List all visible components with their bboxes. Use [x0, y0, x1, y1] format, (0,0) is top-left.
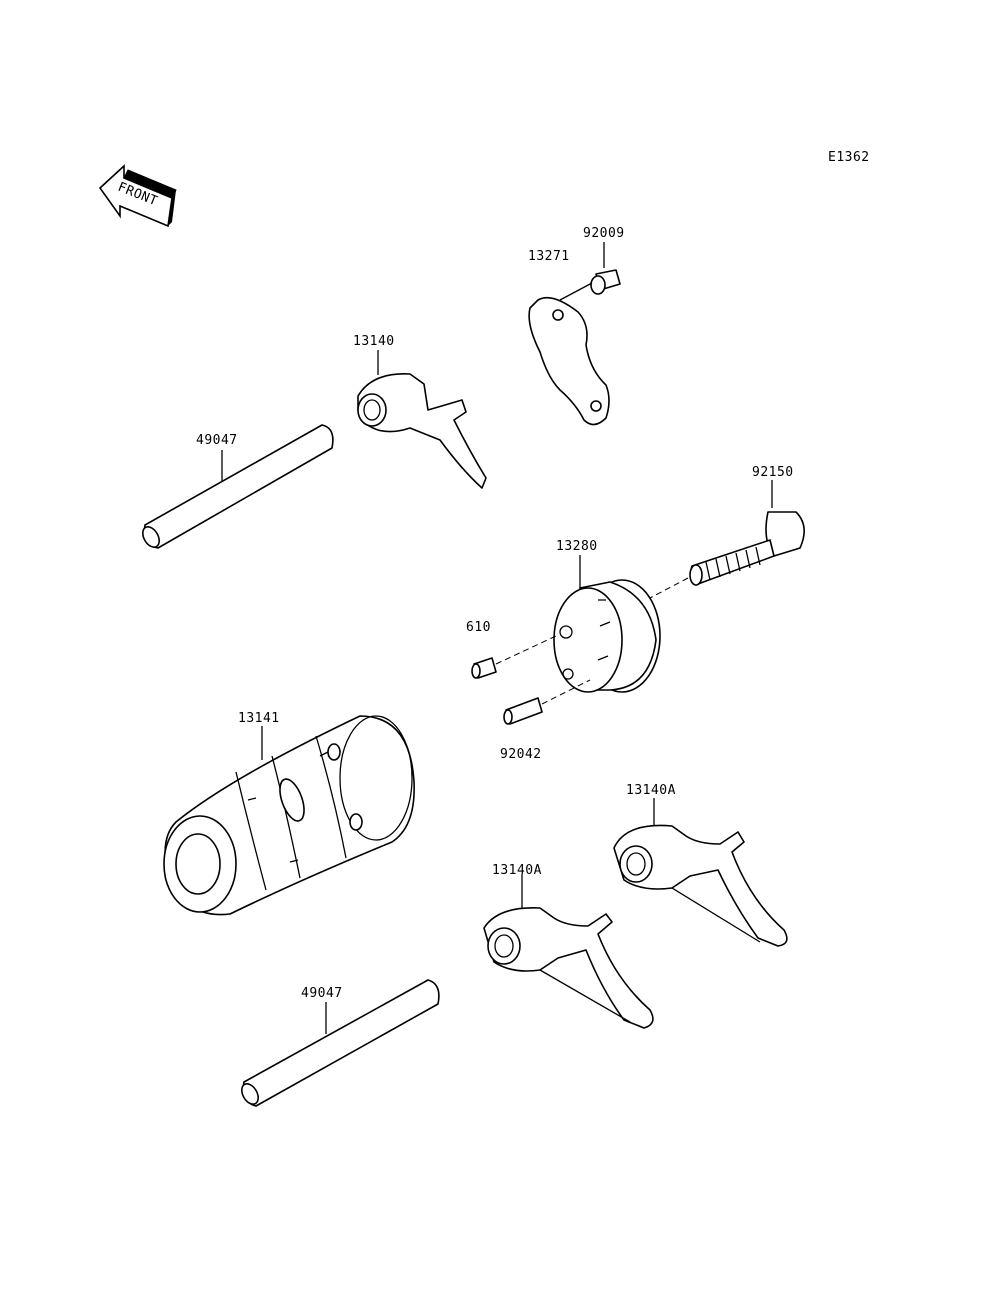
part-13140A-left: [483, 874, 654, 1029]
part-13271: [528, 296, 610, 426]
part-92150: [649, 480, 805, 599]
part-610: [471, 635, 557, 679]
part-13280: [553, 555, 661, 693]
label-92009: 92009: [583, 226, 625, 241]
part-92009: [559, 242, 621, 301]
label-13271: 13271: [528, 249, 570, 264]
label-13140A-left: 13140A: [492, 863, 542, 878]
part-49047-top: [142, 424, 334, 549]
front-arrow-icon: FRONT: [98, 164, 177, 228]
label-13280: 13280: [556, 539, 598, 554]
label-610: 610: [466, 620, 491, 635]
part-13140: [357, 350, 487, 489]
part-49047-bottom: [241, 979, 440, 1107]
label-92150: 92150: [752, 465, 794, 480]
label-13140: 13140: [353, 334, 395, 349]
label-13140A-right: 13140A: [626, 783, 676, 798]
label-13141: 13141: [238, 711, 280, 726]
label-49047-top: 49047: [196, 433, 238, 448]
diagram-code: E1362: [828, 150, 870, 165]
part-13140A-right: [613, 798, 788, 947]
part-92042: [503, 679, 591, 725]
label-49047-bottom: 49047: [301, 986, 343, 1001]
label-92042: 92042: [500, 747, 542, 762]
part-13141: [163, 715, 415, 916]
